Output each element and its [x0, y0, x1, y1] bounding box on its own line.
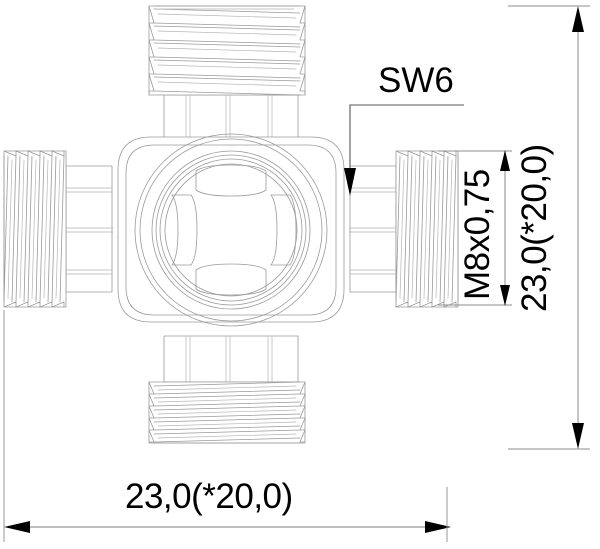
left-port-neck [65, 165, 114, 293]
right-port-thread [395, 150, 459, 308]
thread-spec-label: M8x0,75 [458, 169, 497, 300]
bottom-port [148, 335, 306, 444]
horizontal-dimension [3, 310, 451, 542]
dim-arrow-left [4, 521, 30, 533]
vertical-outer-dimension [508, 5, 590, 450]
dim-arrow-right [425, 521, 451, 533]
right-port [348, 150, 459, 308]
dim-arrow-up-outer [572, 6, 584, 32]
left-port [3, 150, 114, 308]
center-body [117, 133, 345, 327]
bottom-port-thread [148, 381, 306, 444]
top-port-thread [148, 5, 306, 96]
vertical-inner-dimension [438, 150, 512, 306]
bore-lobes [171, 164, 297, 296]
dim-arrow-up-inner [500, 150, 510, 171]
sw6-label: SW6 [378, 61, 454, 100]
sw6-leader-arrow [344, 168, 356, 196]
dim-arrow-down-outer [572, 423, 584, 449]
dim-arrow-down-inner [500, 285, 510, 306]
horizontal-dimension-label: 23,0(*20,0) [125, 477, 293, 516]
sw6-leader [344, 104, 464, 196]
right-port-neck [348, 165, 397, 293]
top-port [148, 5, 306, 142]
vertical-dimension-label: 23,0(*20,0) [515, 144, 554, 312]
left-port-thread [3, 150, 67, 308]
bottom-port-neck [163, 335, 299, 383]
